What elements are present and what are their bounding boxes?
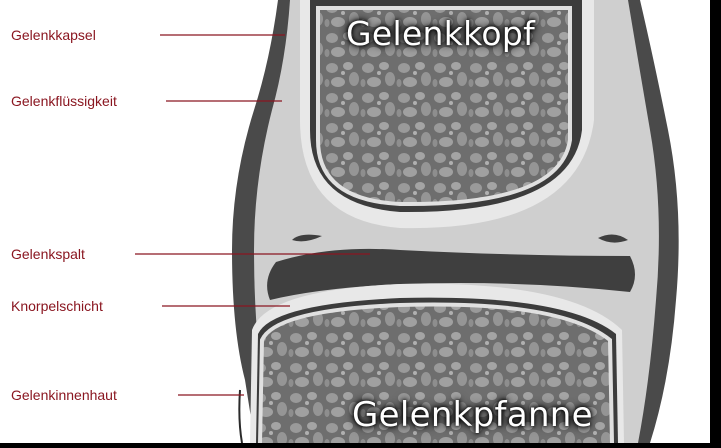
frame-right (710, 0, 721, 443)
label-panel (0, 0, 236, 443)
title-gelenkpfanne: Gelenkpfanne (352, 395, 593, 435)
label-gelenkfluessigkeit: Gelenkflüssigkeit (11, 93, 117, 109)
label-knorpelschicht: Knorpelschicht (11, 298, 103, 314)
title-gelenkkopf: Gelenkkopf (346, 14, 535, 53)
label-gelenkkapsel: Gelenkkapsel (11, 27, 96, 43)
label-gelenkinnenhaut: Gelenkinnenhaut (11, 387, 117, 403)
label-gelenkspalt: Gelenkspalt (11, 246, 85, 262)
